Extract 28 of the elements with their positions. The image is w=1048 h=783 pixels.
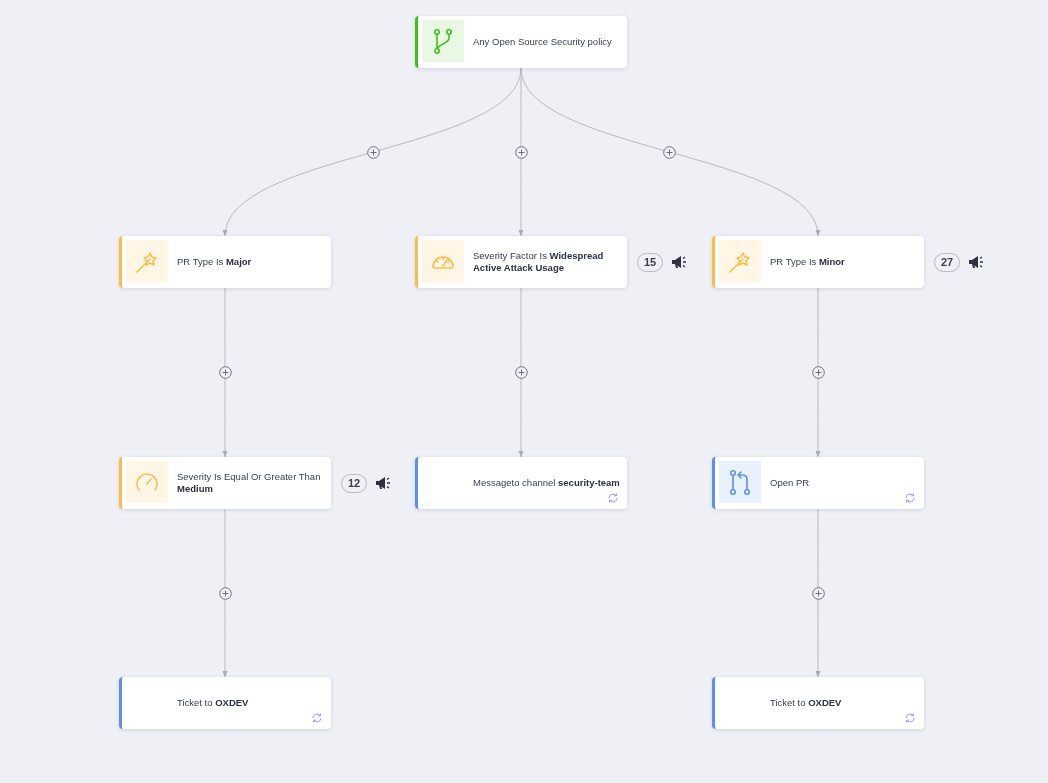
- connector-arrow: [222, 287, 228, 458]
- action-card: [712, 457, 924, 509]
- action-card: [119, 677, 331, 729]
- node-label: Ticket to OXDEV: [770, 697, 842, 709]
- connector-arrow: [224, 67, 522, 237]
- condition-card: [119, 236, 331, 288]
- condition-card: [119, 457, 331, 509]
- connector-arrow: [518, 287, 524, 458]
- node-label: Any Open Source Security policy: [473, 36, 612, 48]
- node-label: Ticket to OXDEV: [177, 697, 249, 709]
- action-card: [712, 677, 924, 729]
- count-badge: 27: [934, 252, 960, 272]
- count-badge: 15: [637, 252, 663, 272]
- connector-arrow: [222, 508, 228, 678]
- node-label: PR Type Is Minor: [770, 256, 845, 268]
- node-label: PR Type Is Major: [177, 256, 252, 268]
- condition-card: [415, 236, 627, 288]
- node-label: Open PR: [770, 477, 810, 489]
- connector-arrow: [815, 287, 821, 458]
- connector-arrow: [815, 508, 821, 678]
- condition-card: [712, 236, 924, 288]
- node-label: Messageto channel security-team: [473, 477, 620, 489]
- action-card: [415, 457, 627, 509]
- node-label: Severity Is Equal Or Greater Than Medium: [177, 471, 322, 495]
- node-label: Severity Factor Is Widespread Active Attack Usage: [473, 250, 605, 274]
- condition-card: [415, 16, 627, 68]
- connector-arrow: [520, 67, 819, 237]
- count-badge: 12: [341, 473, 367, 493]
